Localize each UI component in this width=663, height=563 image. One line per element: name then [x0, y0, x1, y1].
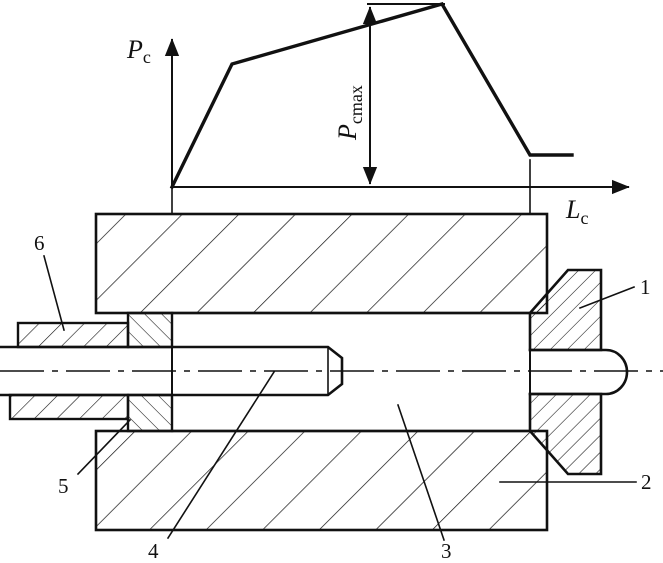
- extruded-product: [528, 348, 629, 396]
- leader-6: [43, 255, 65, 331]
- container-lower-half: [94, 429, 549, 532]
- die: [528, 268, 603, 476]
- leader-3: [396, 403, 446, 542]
- leader-4: [166, 370, 276, 540]
- peak-pressure-label: Pcmax: [333, 85, 366, 141]
- y-axis-label: Pc: [126, 35, 151, 67]
- part-label-1: 1: [640, 275, 651, 299]
- billet-chamber: [170, 311, 532, 433]
- part-label-2: 2: [641, 470, 652, 494]
- leader-5: [76, 418, 132, 476]
- pressure-graph: Pc Lc Pcmax: [126, 2, 630, 228]
- dummy-block: [126, 311, 174, 433]
- leader-lines: [43, 255, 637, 542]
- ram-stem: [8, 321, 130, 421]
- container-upper-half: [94, 212, 549, 315]
- pressure-curve: [169, 2, 574, 190]
- part-label-4: 4: [148, 539, 159, 563]
- leader-1: [578, 285, 636, 310]
- part-label-3: 3: [441, 539, 452, 563]
- x-axis-label: Lc: [565, 195, 588, 228]
- part-label-5: 5: [58, 474, 69, 498]
- container: [94, 212, 549, 532]
- part-label-6: 6: [34, 231, 45, 255]
